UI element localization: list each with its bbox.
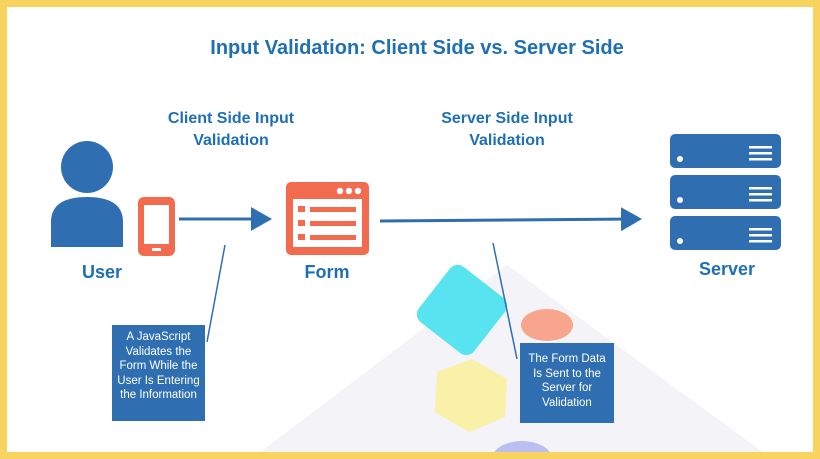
server-pointer-line — [492, 242, 518, 360]
user-icon — [51, 141, 123, 247]
client-side-caption: Client Side Input Validation — [167, 110, 295, 149]
server-rack-icon — [670, 134, 781, 250]
lavender-decor-shape — [494, 441, 550, 452]
server-label: Server — [698, 259, 756, 279]
phone-icon — [138, 197, 175, 256]
user-label: User — [81, 262, 123, 282]
background-triangle — [260, 265, 763, 452]
form-window-icon — [286, 182, 369, 255]
form-to-server-arrow — [379, 207, 642, 232]
cyan-decor-shape — [416, 264, 508, 356]
diagram-title: Input Validation: Client Side vs. Server… — [210, 37, 624, 59]
background-decoration — [260, 264, 763, 452]
client-pointer-line — [206, 244, 226, 343]
form-label: Form — [304, 262, 350, 282]
diagram-graphics — [51, 134, 781, 360]
server-side-caption: Server Side Input Validation — [441, 110, 573, 149]
yellow-decor-shape — [435, 359, 507, 432]
client-side-note: A JavaScript Validates the Form While th… — [112, 325, 205, 421]
server-side-note: The Form Data Is Sent to the Server for … — [520, 343, 614, 423]
salmon-decor-shape — [521, 309, 573, 341]
